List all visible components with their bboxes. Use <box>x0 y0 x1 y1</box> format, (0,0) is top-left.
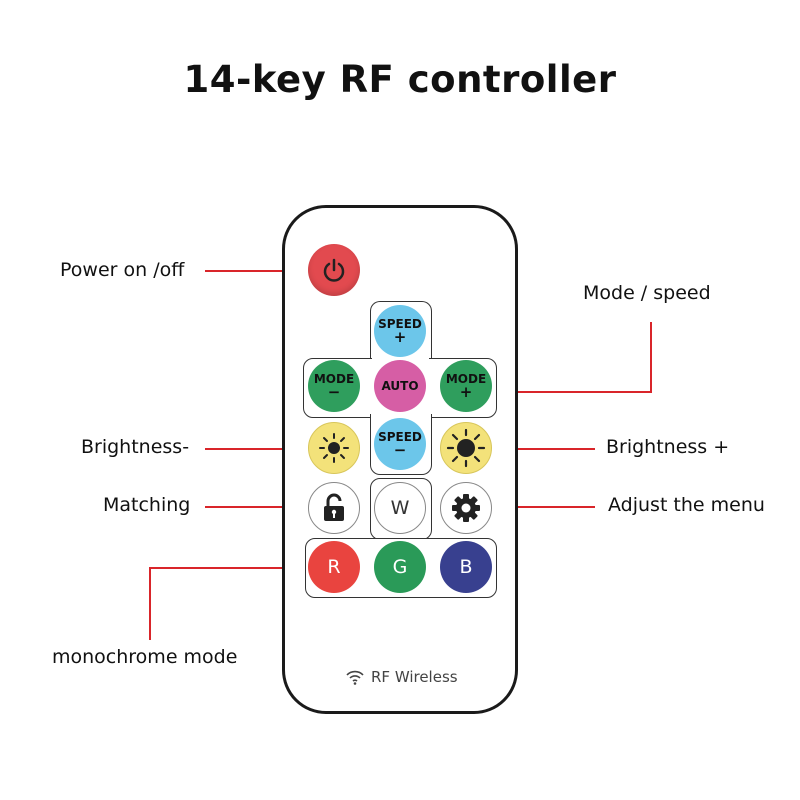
white-label: W <box>390 497 410 519</box>
mode-speed-leader-line <box>493 322 652 393</box>
auto-label: AUTO <box>381 378 419 393</box>
callout-matching: Matching <box>103 494 191 516</box>
wifi-icon <box>346 670 364 685</box>
speed-plus-label: SPEED <box>378 317 422 331</box>
mode-minus-button[interactable]: MODE − <box>308 360 360 412</box>
sun-dim-icon <box>319 433 349 463</box>
callout-power: Power on /off <box>60 259 185 281</box>
speed-minus-button[interactable]: SPEED − <box>374 418 426 470</box>
power-button[interactable] <box>308 244 360 296</box>
power-icon <box>323 258 345 282</box>
green-button[interactable]: G <box>374 541 426 593</box>
speed-minus-label: SPEED <box>378 430 422 444</box>
white-button[interactable]: W <box>374 482 426 534</box>
mode-plus-sign: + <box>459 383 473 401</box>
mode-minus-sign: − <box>327 383 341 401</box>
brightness-plus-button[interactable] <box>440 422 492 474</box>
mode-plus-button[interactable]: MODE + <box>440 360 492 412</box>
sun-bright-icon <box>446 428 486 468</box>
mode-plus-label: MODE <box>445 372 487 386</box>
gear-icon <box>452 494 480 522</box>
brightness-minus-button[interactable] <box>308 422 360 474</box>
callout-mode-speed: Mode / speed <box>583 282 711 304</box>
blue-button[interactable]: B <box>440 541 492 593</box>
callout-adjust-menu: Adjust the menu <box>608 494 765 516</box>
red-label: R <box>327 556 341 578</box>
green-label: G <box>392 556 408 578</box>
speed-minus-sign: − <box>393 441 407 459</box>
matching-button[interactable] <box>308 482 360 534</box>
monochrome-leader-line <box>149 567 305 640</box>
rf-wireless-label: RF Wireless <box>345 668 458 686</box>
rf-wireless-text: RF Wireless <box>371 668 458 686</box>
mode-minus-label: MODE <box>313 372 355 386</box>
adjust-menu-button[interactable] <box>440 482 492 534</box>
speed-plus-sign: + <box>393 328 407 346</box>
callout-monochrome: monochrome mode <box>52 646 238 668</box>
page-title: 14-key RF controller <box>183 58 617 101</box>
callout-brightness-plus: Brightness + <box>606 436 730 458</box>
auto-button[interactable]: AUTO <box>374 360 426 412</box>
blue-label: B <box>459 556 473 578</box>
red-button[interactable]: R <box>308 541 360 593</box>
unlock-icon <box>324 493 344 521</box>
speed-plus-button[interactable]: SPEED + <box>374 305 426 357</box>
callout-brightness-minus: Brightness- <box>81 436 190 458</box>
